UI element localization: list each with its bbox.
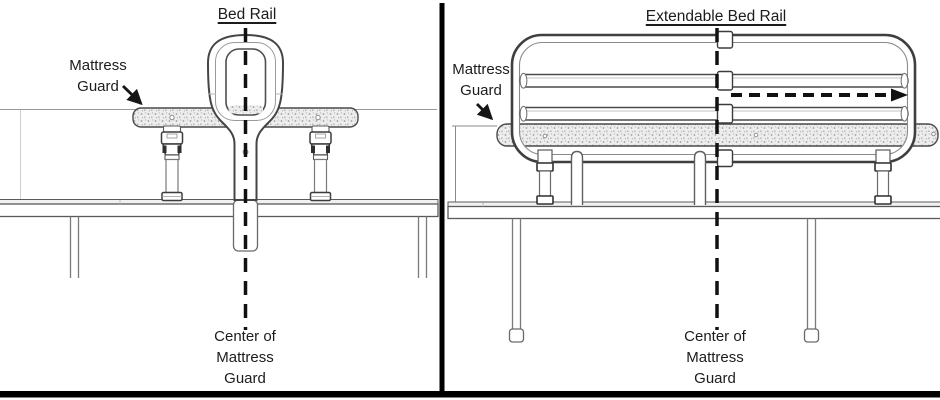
right-rail-post-1 (536, 149, 554, 205)
right-telescoping-rails (519, 72, 909, 122)
left-strap-buckle-2 (309, 125, 332, 202)
right-rail-post-2 (874, 149, 892, 205)
left-mattress-guard-label: Mattress Guard (69, 57, 127, 95)
right-guard-arrow-icon (476, 103, 494, 121)
right-rail-sleeves (716, 30, 734, 168)
left-rail-loop (206, 33, 285, 201)
left-bed-legs (69, 216, 428, 278)
panel-divider (439, 3, 445, 393)
bottom-border (0, 391, 940, 398)
right-panel-title: Extendable Bed Rail (645, 8, 787, 25)
extension-arrow-icon (731, 88, 908, 102)
right-bed-legs (508, 218, 820, 343)
left-guard-arrow-icon (122, 84, 143, 106)
left-strap-buckle-1 (160, 125, 184, 202)
right-center-of-guard-label: Center of Mattress Guard (684, 328, 746, 387)
left-bed-frame (0, 199, 439, 218)
right-mattress-guard-label: Mattress Guard (452, 61, 510, 99)
left-center-of-guard-label: Center of Mattress Guard (214, 328, 276, 387)
right-mattress-outline (452, 125, 497, 203)
right-rail-frame (510, 33, 917, 164)
right-retention-tubes (570, 150, 707, 205)
right-panel-drawing (447, 28, 940, 343)
left-panel-title: Bed Rail (217, 6, 277, 23)
left-panel-drawing (0, 28, 439, 330)
